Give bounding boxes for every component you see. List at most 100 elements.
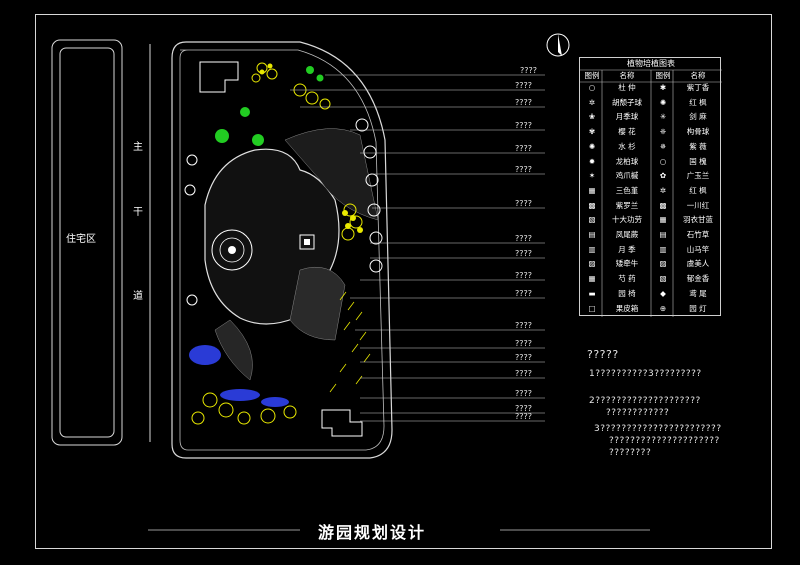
- leader-label: ????: [515, 321, 532, 330]
- legend-symbol-icon: ▬: [588, 288, 596, 298]
- legend-symbol-icon: ▨: [659, 259, 667, 269]
- legend-symbol-icon: ◆: [660, 288, 666, 298]
- legend-symbol-icon: ✺: [659, 97, 667, 107]
- legend-plant-name: 月 季: [618, 244, 636, 254]
- legend-symbol-icon: ❀: [588, 112, 596, 122]
- legend-symbol-icon: ✱: [659, 83, 667, 92]
- legend-plant-name: 樱 花: [618, 127, 636, 137]
- legend-plant-name: 园 灯: [689, 303, 707, 313]
- legend-symbol-icon: ✳: [659, 112, 667, 122]
- legend-symbol-icon: ▦: [588, 185, 596, 195]
- legend-symbol-icon: ✲: [588, 97, 596, 107]
- legend-header-col1: 图例: [584, 71, 600, 80]
- legend-symbol-icon: ▧: [588, 215, 596, 225]
- notes-line-3a: 3???????????????????????: [594, 424, 722, 434]
- legend-row: ▦三色堇✲红 枫: [580, 185, 722, 197]
- legend-row: ▨矮牵牛▨虞美人: [580, 258, 722, 270]
- legend-plant-name: 矮牵牛: [615, 259, 639, 269]
- legend-row: □ 果皮箱 ⊕ 园 灯: [580, 303, 722, 315]
- legend-plant-name: 鸢 尾: [689, 288, 707, 298]
- leader-label: ????: [515, 234, 532, 243]
- legend-plant-name: 红 枫: [689, 97, 707, 107]
- leader-label: ????: [515, 412, 532, 421]
- legend-symbol-icon: ▤: [659, 230, 667, 239]
- legend-row: ▤ 凤尾蕨 ▤ 石竹草: [580, 229, 722, 241]
- legend-symbol-icon: ❈: [659, 127, 667, 137]
- leader-label: ????: [515, 121, 532, 130]
- legend-symbol-icon: ⊕: [659, 303, 667, 313]
- legend-symbol-icon: ✿: [659, 171, 667, 181]
- legend-symbol-icon: ▤: [588, 230, 596, 239]
- legend-symbol-icon: ▥: [588, 244, 596, 254]
- pavilion: [299, 234, 315, 250]
- legend-grid: [580, 69, 722, 317]
- leader-label: ????: [515, 389, 532, 398]
- park-outline: [171, 41, 393, 459]
- legend-plant-name: 紫罗兰: [615, 200, 639, 210]
- legend-row: ✾樱 花❈构骨球: [580, 126, 722, 138]
- legend-symbol-icon: ○: [588, 83, 596, 92]
- legend-plant-name: 剑 麻: [689, 112, 707, 122]
- legend-header-col4: 名称: [690, 71, 706, 80]
- leader-label: ????: [515, 369, 532, 378]
- legend-plant-name: 羽衣甘蓝: [683, 215, 713, 225]
- legend-row: ▦ 芍 药 ▧ 郁金香: [580, 273, 722, 285]
- legend-plant-name: 郁金香: [686, 274, 710, 284]
- leader-label: ????: [515, 98, 532, 107]
- legend-plant-name: 凤尾蕨: [615, 230, 639, 239]
- legend-plant-name: 杜 仲: [618, 83, 636, 92]
- legend-symbol-icon: ✺: [588, 141, 596, 151]
- legend-row: ○杜 仲✱紫丁香: [580, 82, 722, 94]
- building-top: [199, 61, 239, 93]
- legend-symbol-icon: ▧: [659, 274, 667, 284]
- leader-label: ????: [515, 199, 532, 208]
- legend-row: ✲ 胡颓子球 ✺ 红 枫: [580, 97, 722, 109]
- legend-plant-name: 紫 薇: [689, 141, 707, 151]
- notes-line-2b: ????????????: [606, 408, 670, 418]
- leader-label: ????: [515, 249, 532, 258]
- legend-header-col2: 名称: [619, 71, 635, 80]
- legend-plant-name: 月季球: [615, 112, 639, 122]
- legend-symbol-icon: ▩: [659, 200, 667, 210]
- leader-label: ????: [515, 165, 532, 174]
- leader-label: ????: [515, 271, 532, 280]
- legend-symbol-icon: ✹: [588, 156, 596, 166]
- leader-label: ????: [515, 404, 532, 413]
- central-plaza: [211, 229, 253, 271]
- north-arrow-icon: [546, 33, 570, 57]
- notes-line-3c: ????????: [609, 448, 652, 458]
- legend-row: ❀ 月季球 ✳ 剑 麻: [580, 111, 722, 123]
- legend-plant-name: 石竹草: [686, 230, 710, 239]
- legend-symbol-icon: ▥: [659, 244, 667, 254]
- legend-symbol-icon: ▦: [659, 215, 667, 225]
- legend-header: 图例 名称 图例 名称: [580, 70, 722, 82]
- road-char-3: 道: [133, 291, 143, 302]
- legend-plant-name: 龙柏球: [615, 156, 639, 166]
- green-trees: [215, 66, 324, 146]
- legend-plant-name: 果皮箱: [615, 303, 639, 313]
- legend-symbol-icon: □: [588, 303, 596, 313]
- legend-row: ✺水 杉✵紫 薇: [580, 141, 722, 153]
- notes-line-2a: 2????????????????????: [589, 396, 701, 406]
- notes-line-1: 1??????????3?????????: [589, 369, 702, 379]
- road-char-1: 主: [133, 142, 143, 153]
- residential-label: 住宅区: [66, 234, 96, 245]
- legend-header-col3: 图例: [655, 71, 671, 80]
- legend-plant-name: 红 枫: [689, 185, 707, 195]
- legend-symbol-icon: ▦: [588, 274, 596, 284]
- legend-row: ▧十大功劳▦羽衣甘蓝: [580, 214, 722, 226]
- legend-plant-name: 鸡爪槭: [615, 171, 639, 181]
- legend-title: 植物培植图表: [627, 59, 675, 68]
- leader-lines: [290, 74, 545, 422]
- legend-symbol-icon: ▩: [588, 200, 596, 210]
- bamboo-clusters: [329, 291, 371, 393]
- leader-label: ????: [515, 339, 532, 348]
- drawing-frame: [35, 14, 772, 549]
- legend-plant-name: 构骨球: [686, 127, 710, 137]
- legend-plant-name: 胡颓子球: [612, 97, 642, 107]
- legend-plant-name: 芍 药: [618, 274, 636, 284]
- legend-plant-name: 广玉兰: [686, 171, 710, 181]
- legend-plant-name: 山马竿: [686, 244, 710, 254]
- legend-plant-name: 三色堇: [615, 185, 639, 195]
